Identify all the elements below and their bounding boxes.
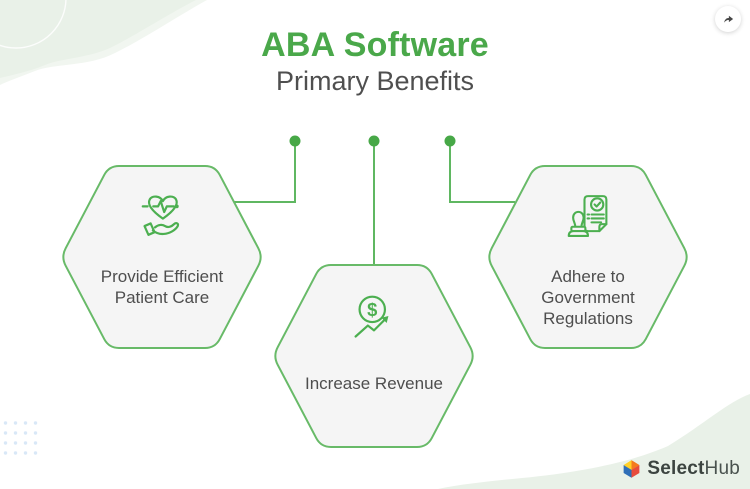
hexagon-shape — [62, 165, 262, 349]
dollar-growth-icon: $ — [354, 295, 389, 338]
selecthub-cube-icon — [623, 460, 640, 478]
benefit-label: Increase Revenue — [305, 374, 443, 393]
benefit-card-revenue: $ Increase Revenue — [269, 261, 479, 451]
logo-text-regular: Hub — [704, 458, 740, 479]
benefit-label: Provide Efficient Patient Care — [100, 267, 224, 307]
svg-text:$: $ — [367, 299, 377, 320]
hexagon-shape — [488, 165, 688, 349]
connector-dots — [289, 135, 456, 147]
logo-text: SelectHub — [647, 458, 740, 480]
share-button[interactable] — [715, 6, 741, 32]
dots-pattern — [3, 421, 38, 455]
logo-text-bold: Select — [647, 458, 705, 479]
connector-lines — [234, 146, 515, 264]
hexagon-shape — [274, 264, 474, 448]
benefit-label: Adhere to Government Regulations — [541, 267, 635, 328]
share-arrow-icon — [723, 15, 733, 23]
heart-in-hand-icon — [141, 195, 180, 236]
page-subtitle: Primary Benefits — [275, 66, 475, 96]
stamp-approval-icon — [567, 195, 608, 237]
benefit-card-regulations: Adhere to Government Regulations — [483, 162, 693, 352]
benefit-card-patient-care: Provide Efficient Patient Care — [57, 162, 267, 352]
page-title: ABA Software — [261, 26, 489, 64]
header: ABA Software Primary Benefits — [0, 24, 750, 96]
selecthub-logo: SelectHub — [621, 458, 740, 480]
